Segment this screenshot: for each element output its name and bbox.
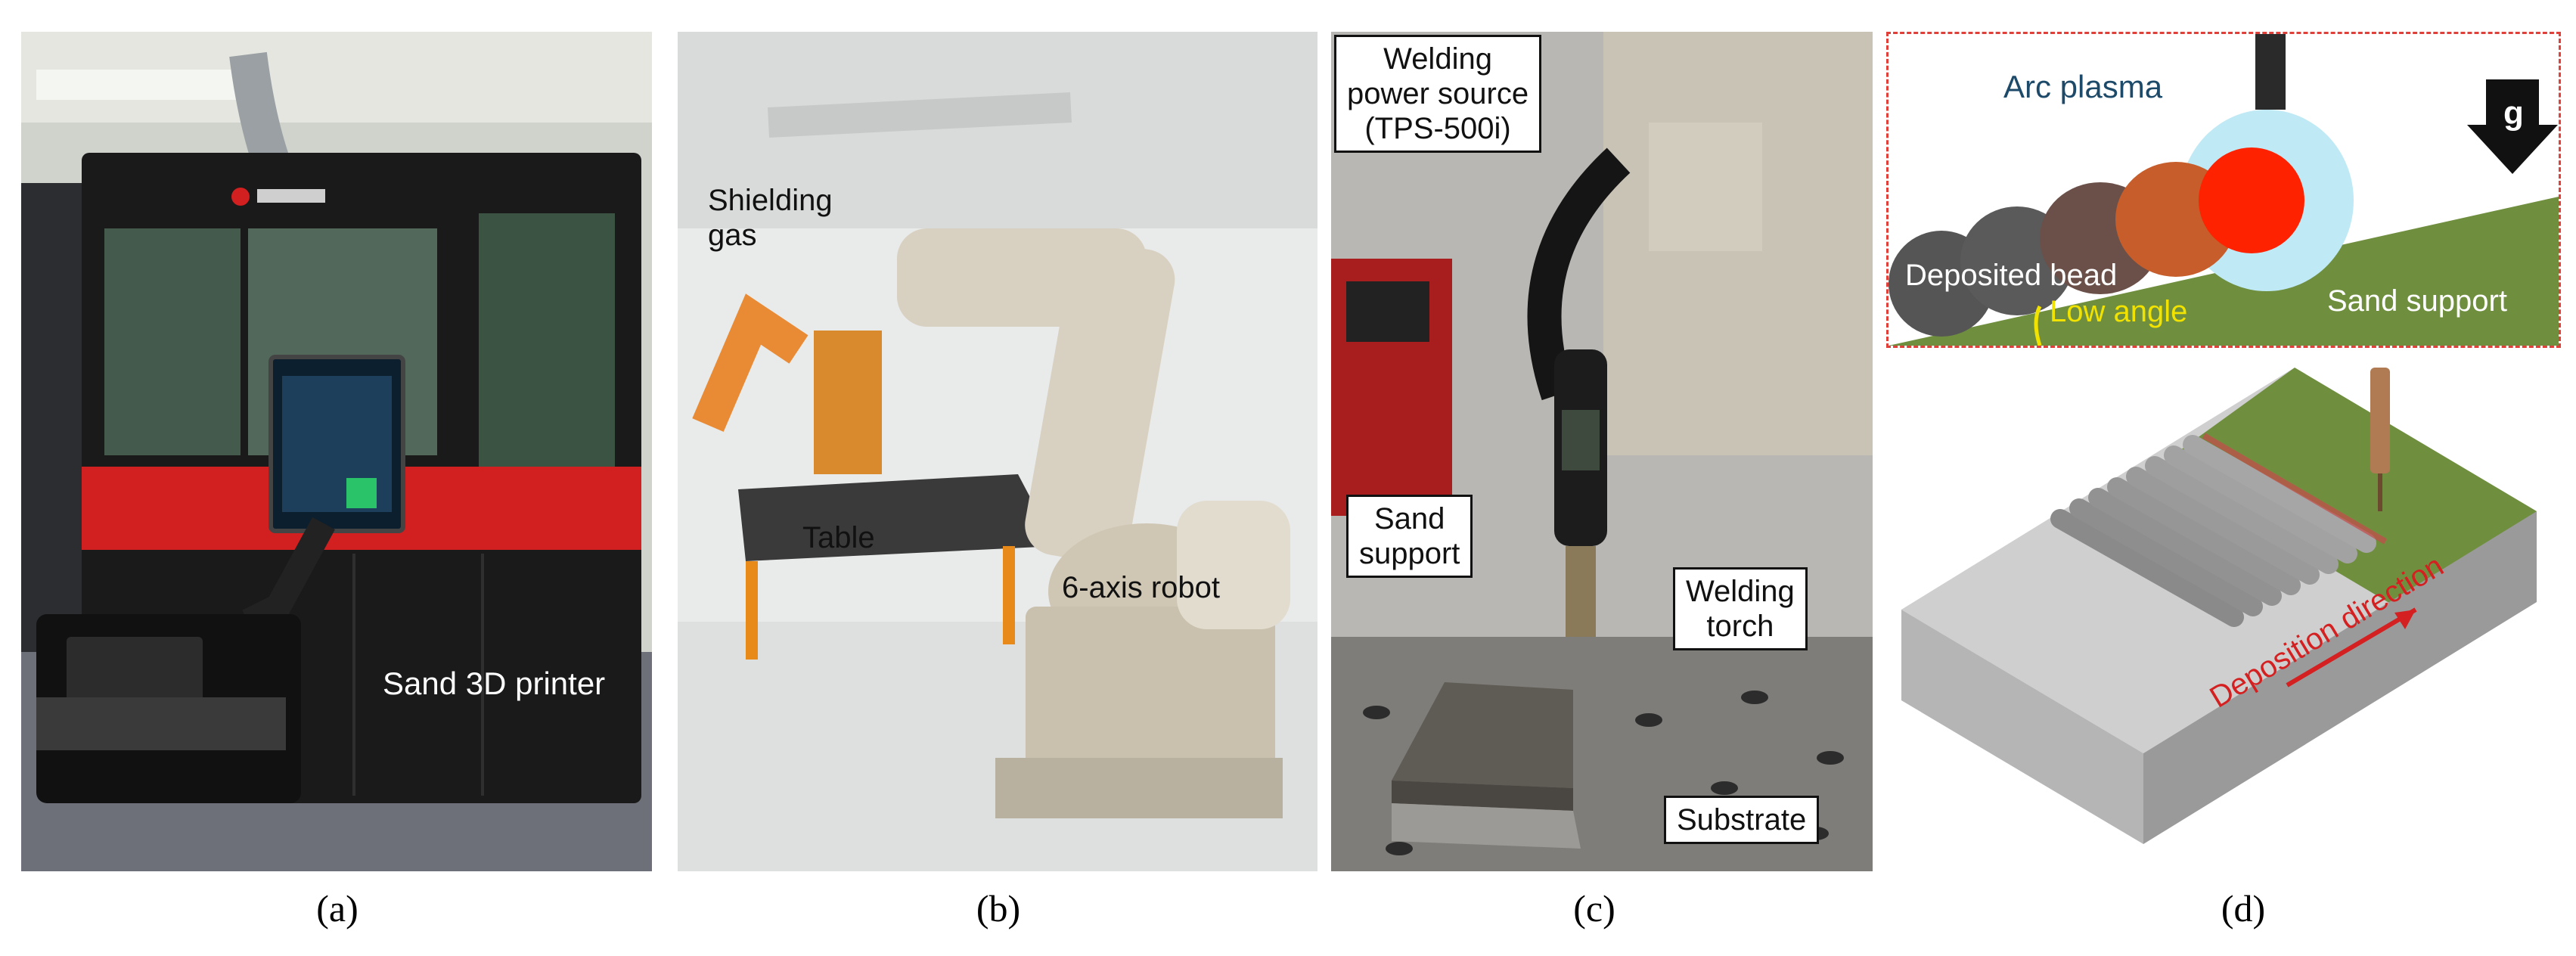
label-table: Table [802,521,875,554]
gravity-icon: g [2503,95,2524,132]
caption-d: (d) [2221,887,2266,930]
deposition-schematic [1889,34,2559,346]
label-6-axis-robot: 6-axis robot [1062,571,1220,604]
label-low-angle: Low angle [2050,295,2188,328]
panel-d-render: Deposition direction [1886,360,2561,871]
panel-b: Shielding gas Table 6-axis robot [678,32,1317,871]
label-deposited-bead: Deposited bead [1905,259,2118,292]
label-arc-plasma: Arc plasma [2003,69,2163,104]
label-welding-power-source: Welding power source (TPS-500i) [1334,35,1542,153]
label-welding-torch: Welding torch [1673,567,1808,650]
welding-setup-photo [1331,32,1873,871]
sand-3d-printer-photo [21,32,652,871]
label-sand-3d-printer: Sand 3D printer [383,666,606,701]
panel-a: Sand 3D printer [21,32,652,871]
panel-d-schematic: Arc plasma g Deposited bead Low angle Sa… [1886,32,2561,348]
label-sand-support-schematic: Sand support [2327,284,2507,318]
caption-b: (b) [976,887,1021,930]
caption-a: (a) [316,887,358,930]
robot-cell-photo [678,32,1317,871]
panel-c: Welding power source (TPS-500i) Sand sup… [1331,32,1873,871]
label-sand-support: Sand support [1346,495,1473,578]
deposition-3d-render [1886,360,2561,871]
label-shielding-gas: Shielding gas [708,184,833,252]
caption-c: (c) [1573,887,1615,930]
label-substrate: Substrate [1664,796,1820,844]
